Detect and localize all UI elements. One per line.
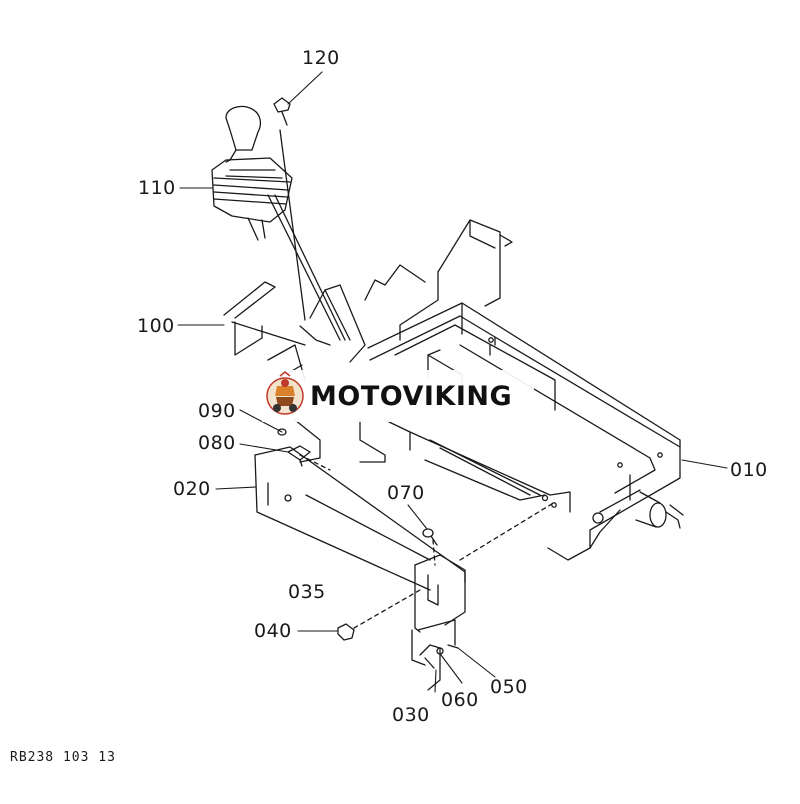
screw-090 xyxy=(277,428,287,436)
plate-100 xyxy=(223,281,306,356)
part-label-070: 070 xyxy=(387,482,425,504)
moto-rider-logo-icon xyxy=(266,371,304,415)
assembly-guides xyxy=(299,454,556,629)
part-label-100: 100 xyxy=(137,315,175,337)
part-label-110: 110 xyxy=(138,177,176,199)
washer-060 xyxy=(436,647,444,655)
part-label-050: 050 xyxy=(490,676,528,698)
connector-080 xyxy=(287,445,311,467)
bolt-040 xyxy=(337,623,355,641)
part-label-080: 080 xyxy=(198,432,236,454)
watermark: MOTOVIKING xyxy=(262,370,534,422)
part-label-120: 120 xyxy=(302,47,340,69)
drawing-code: RB238 103 13 xyxy=(10,750,116,765)
part-label-020: 020 xyxy=(173,478,211,500)
part-label-040: 040 xyxy=(254,620,292,642)
part-label-090: 090 xyxy=(198,400,236,422)
part-label-060: 060 xyxy=(441,689,479,711)
leader-lines xyxy=(177,71,728,693)
part-label-035: 035 xyxy=(288,581,326,603)
watermark-text: MOTOVIKING xyxy=(310,380,513,412)
screw-070 xyxy=(422,528,438,546)
joystick-110 xyxy=(211,105,346,341)
plate-035 xyxy=(411,554,466,691)
pin-050 xyxy=(447,644,459,649)
part-label-030: 030 xyxy=(392,704,430,726)
cover-panel-020 xyxy=(254,446,549,591)
bolt-120 xyxy=(273,97,291,126)
part-label-010: 010 xyxy=(730,459,768,481)
